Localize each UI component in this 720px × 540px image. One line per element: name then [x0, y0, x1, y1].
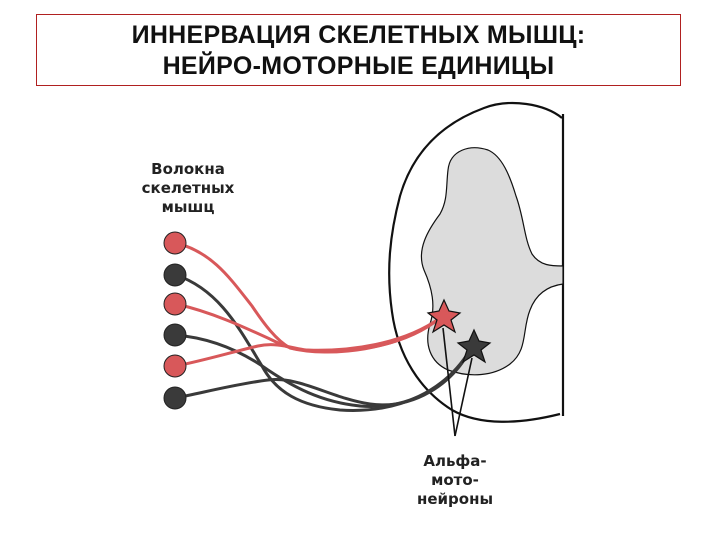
- muscle-fiber-dark-4: [163, 323, 187, 347]
- muscle-fiber-red-3: [163, 292, 187, 316]
- fibers-label-line-1: Волокна: [151, 160, 225, 178]
- fibers-label-line-2: скелетных: [141, 179, 235, 197]
- muscle-fiber-red-1: [163, 231, 187, 255]
- dark-axon-6: [175, 349, 472, 407]
- title-box: ИННЕРВАЦИЯ СКЕЛЕТНЫХ МЫШЦ: НЕЙРО-МОТОРНЫ…: [36, 14, 681, 86]
- red-motoneuron: [426, 298, 462, 334]
- alpha-label-line-2: мото-: [431, 471, 479, 489]
- muscle-fibers: [163, 231, 187, 410]
- muscle-fiber-dark-2: [163, 263, 187, 287]
- pointer-line-dark: [454, 357, 473, 437]
- red-axon-1: [175, 241, 441, 354]
- title-line-1: ИННЕРВАЦИЯ СКЕЛЕТНЫХ МЫШЦ:: [131, 21, 586, 49]
- red-axon-5: [175, 316, 441, 368]
- dark-motoneuron: [456, 328, 492, 364]
- alpha-motoneurons-label: Альфа- мото- нейроны: [390, 452, 520, 509]
- muscle-fiber-dark-6: [163, 386, 187, 410]
- pointer-line-red: [442, 327, 456, 437]
- alpha-label-line-1: Альфа-: [423, 452, 487, 470]
- fibers-label-line-3: мышц: [161, 198, 215, 216]
- muscle-fiber-red-5: [163, 354, 187, 378]
- gray-matter: [420, 147, 564, 376]
- muscle-fibers-label: Волокна скелетных мышц: [118, 160, 258, 217]
- title-line-2: НЕЙРО-МОТОРНЫЕ ЕДИНИЦЫ: [162, 52, 555, 80]
- alpha-label-line-3: нейроны: [416, 490, 494, 508]
